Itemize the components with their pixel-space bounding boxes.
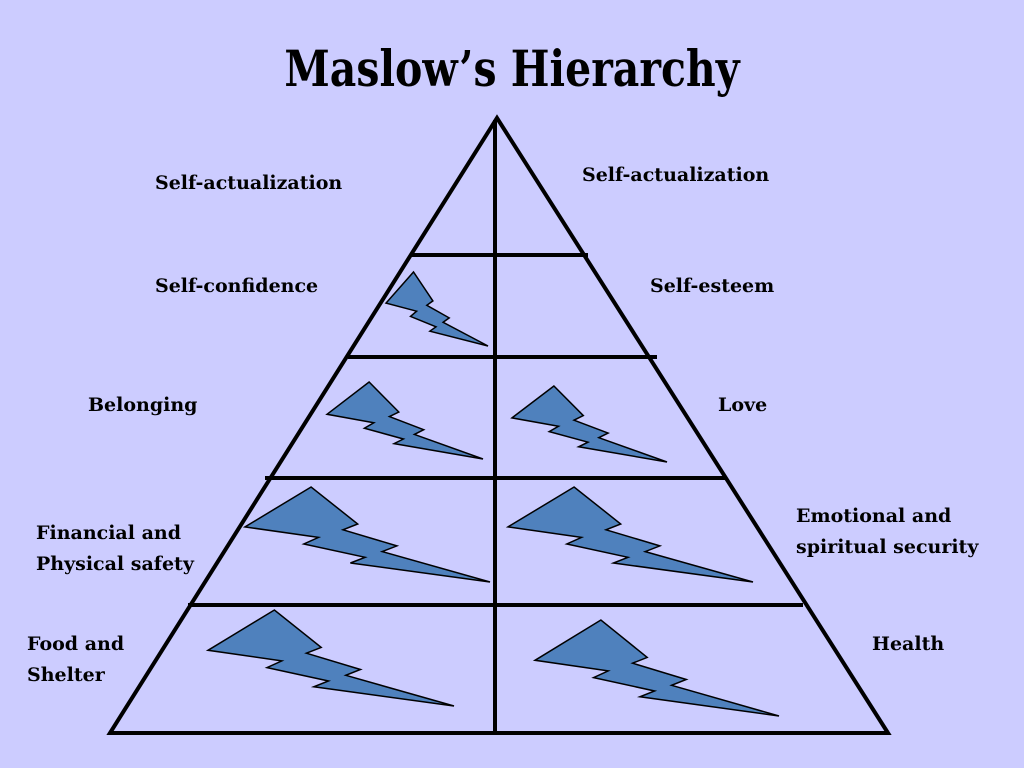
- left-label-food-shelter: Food and Shelter: [27, 633, 125, 686]
- bolt-food-shelter-icon: [205, 609, 455, 707]
- left-label-self-actualization: Self-actualization: [155, 172, 343, 194]
- bolt-financial-safety-icon: [242, 486, 491, 583]
- bolt-love-icon: [510, 385, 668, 463]
- page-title: Maslow’s Hierarchy: [284, 39, 740, 98]
- pyramid-outline: [106, 114, 892, 735]
- bolt-self-confidence-icon: [384, 270, 489, 347]
- bolt-emotional-security-icon: [505, 486, 754, 583]
- right-label-health: Health: [872, 633, 945, 655]
- bolt-health-icon: [532, 619, 780, 717]
- left-label-belonging: Belonging: [88, 394, 198, 416]
- left-label-financial-physical-safety: Financial and Physical safety: [36, 522, 194, 575]
- right-label-self-esteem: Self-esteem: [650, 275, 775, 297]
- right-label-self-actualization: Self-actualization: [582, 164, 770, 186]
- bolt-belonging-icon: [325, 381, 484, 460]
- left-label-self-confidence: Self-confidence: [155, 275, 319, 297]
- right-label-love: Love: [718, 394, 768, 416]
- right-label-emotional-spiritual-security: Emotional and spiritual security: [796, 505, 979, 558]
